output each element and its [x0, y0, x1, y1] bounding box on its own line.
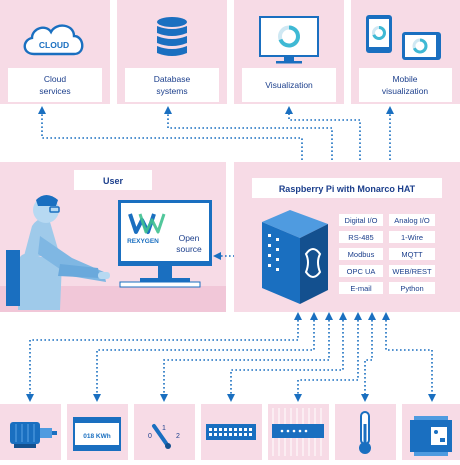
service-label: Visualization — [265, 80, 313, 90]
person-illustration — [6, 195, 110, 310]
keyboard-icon — [119, 281, 201, 288]
terminal-block-icon — [206, 424, 256, 440]
feature-label: RS-485 — [348, 233, 373, 242]
thermometer-icon — [359, 411, 371, 454]
user-title: User — [103, 176, 124, 186]
motor-icon — [10, 422, 57, 448]
energy-meter-icon: 018 KWh — [73, 417, 121, 451]
feature-label: 1-Wire — [401, 233, 423, 242]
feature-grid: Digital I/O Analog I/O RS-485 1-Wire Mod… — [339, 214, 435, 294]
screen-text: source — [176, 244, 202, 254]
service-visualization: Visualization — [234, 0, 344, 104]
device-energy-meter: 018 KWh — [67, 404, 128, 460]
feature-label: OPC UA — [347, 267, 376, 276]
device-thermometer — [335, 404, 396, 460]
service-label: systems — [156, 86, 187, 96]
io-module-icon — [272, 408, 324, 456]
feature-label: Digital I/O — [345, 216, 378, 225]
device-io-module — [268, 404, 329, 460]
feature-label: WEB/REST — [392, 267, 432, 276]
feature-label: MQTT — [401, 250, 423, 259]
rexygen-logo: REXYGEN — [127, 213, 166, 245]
feature-label: Analog I/O — [394, 216, 430, 225]
service-label: visualization — [382, 86, 429, 96]
service-database: Database systems — [117, 0, 227, 104]
logo-text: REXYGEN — [127, 238, 159, 245]
feature-label: Modbus — [348, 250, 375, 259]
top-connectors — [38, 106, 394, 168]
service-label: Cloud — [44, 74, 66, 84]
cloud-icon-text: CLOUD — [39, 40, 69, 50]
meter-reading: 018 KWh — [83, 433, 110, 440]
feature-label: Python — [400, 284, 423, 293]
database-icon — [157, 17, 187, 56]
screen-text: Open — [179, 233, 200, 243]
plc-icon — [410, 416, 452, 456]
service-label: Mobile — [392, 74, 417, 84]
bottom-connectors — [26, 312, 436, 402]
service-cloud: CLOUD Cloud services — [0, 0, 110, 104]
service-label: Database — [154, 74, 191, 84]
device-terminal-block — [201, 404, 262, 460]
rpi-title: Raspberry Pi with Monarco HAT — [279, 184, 416, 194]
rpi-panel: Raspberry Pi with Monarco HAT Digital I/… — [234, 162, 460, 312]
service-label: services — [39, 86, 70, 96]
switch-label: 0 — [148, 433, 152, 440]
device-motor — [0, 404, 61, 460]
cloud-icon: CLOUD — [23, 24, 84, 56]
rpi-device-icon — [262, 210, 328, 304]
switch-label: 1 — [162, 425, 166, 432]
device-plc — [402, 404, 460, 460]
monitor-chart-icon — [259, 16, 319, 64]
service-mobile: Mobile visualization — [351, 0, 460, 104]
switch-icon: 0 1 2 — [148, 424, 180, 449]
mobile-devices-icon — [366, 15, 441, 60]
feature-label: E-mail — [350, 284, 372, 293]
user-panel: User REXYGEN Open source — [0, 162, 226, 312]
switch-label: 2 — [176, 433, 180, 440]
device-switch: 0 1 2 — [134, 404, 195, 460]
